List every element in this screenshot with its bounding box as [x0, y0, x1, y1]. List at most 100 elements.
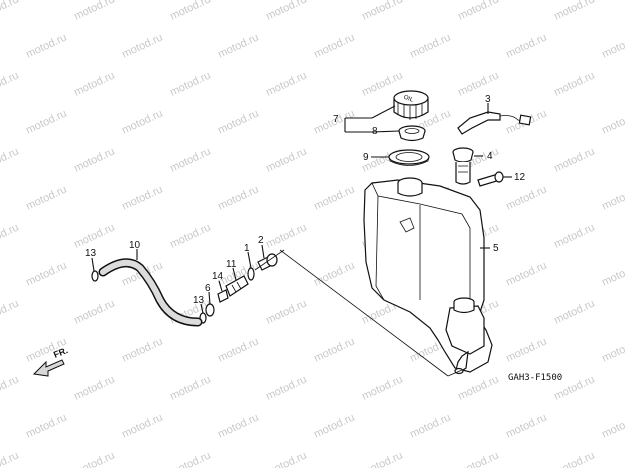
watermark-text: motod.ru [552, 297, 596, 326]
part-label-14: 14 [212, 271, 224, 282]
watermark-text: motod.ru [264, 145, 308, 174]
watermark-text: motod.ru [600, 183, 625, 212]
part-label-10: 10 [129, 240, 141, 251]
oil-tank[interactable] [363, 177, 493, 375]
watermark-text: motod.ru [264, 449, 308, 468]
watermark-text: motod.ru [552, 449, 596, 468]
watermark-text: motod.ru [312, 183, 356, 212]
oil-filter[interactable] [217, 289, 229, 303]
watermark-text: motod.ru [24, 183, 68, 212]
watermark-text: motod.ru [456, 373, 500, 402]
watermark-text: motod.ru [552, 69, 596, 98]
watermark-text: motod.ru [600, 31, 625, 60]
watermark-text: motod.ru [120, 335, 164, 364]
bolt[interactable] [477, 171, 504, 187]
watermark-text: motod.ru [504, 31, 548, 60]
part-label-2: 2 [258, 235, 264, 246]
watermark-text: motod.ru [0, 449, 21, 468]
watermark-text: motod.ru [360, 0, 404, 23]
watermark-text: motod.ru [552, 0, 596, 23]
watermark-text: motod.ru [168, 221, 212, 250]
part-label-5: 5 [493, 243, 499, 254]
seal-ring[interactable] [388, 149, 430, 166]
watermark-text: motod.ru [312, 335, 356, 364]
oil-joint[interactable] [225, 275, 249, 297]
watermark-text: motod.ru [600, 411, 625, 440]
watermark-text: motod.ru [216, 335, 260, 364]
watermark-text: motod.ru [0, 0, 21, 23]
part-label-7: 7 [333, 114, 339, 125]
watermark-text: motod.ru [264, 297, 308, 326]
watermark-text: motod.ru [600, 335, 625, 364]
watermark-text: motod.ru [264, 221, 308, 250]
part-label-1: 1 [244, 243, 250, 254]
watermark-text: motod.ru [168, 373, 212, 402]
watermark-text: motod.ru [0, 297, 21, 326]
watermark-text: motod.ru [360, 373, 404, 402]
watermark-text: motod.ru [168, 0, 212, 23]
watermark-text: motod.ru [216, 411, 260, 440]
watermark-text: motod.ru [120, 183, 164, 212]
watermark-text: motod.ru [504, 335, 548, 364]
watermark-text: motod.ru [264, 373, 308, 402]
watermark-text: motod.ru [0, 373, 21, 402]
watermark-text: motod.ru [24, 259, 68, 288]
cap-gasket[interactable] [398, 125, 426, 142]
watermark-text: motod.ru [168, 449, 212, 468]
watermark-text: motod.ru [72, 449, 116, 468]
watermark-text: motod.ru [456, 0, 500, 23]
watermark-text: motod.ru [24, 411, 68, 440]
installation-lines [254, 249, 463, 377]
watermark-text: motod.ru [0, 221, 21, 250]
watermark-text: motod.ru [168, 69, 212, 98]
part-label-8: 8 [372, 126, 378, 137]
sealing-washer[interactable] [247, 267, 255, 281]
part-label-9: 9 [363, 152, 369, 163]
watermark-text: motod.ru [312, 411, 356, 440]
watermark-text: motod.ru [312, 259, 356, 288]
part-label-4: 4 [487, 151, 493, 162]
watermark-text: motod.ru [552, 221, 596, 250]
watermark-text: motod.ru [264, 69, 308, 98]
watermark-text: motod.ru [0, 69, 21, 98]
watermark-text: motod.ru [120, 31, 164, 60]
watermark-text: motod.ru [600, 107, 625, 136]
watermark-text: motod.ru [72, 373, 116, 402]
watermark-text: motod.ru [600, 259, 625, 288]
oil-level-switch[interactable] [452, 147, 474, 185]
watermark-text: motod.ru [408, 411, 452, 440]
part-label-12: 12 [514, 172, 526, 183]
watermark-text: motod.ru [408, 31, 452, 60]
watermark-text: motod.ru [24, 31, 68, 60]
watermark-text: motod.ru [456, 449, 500, 468]
watermark-text: motod.ru [120, 411, 164, 440]
oil-tank-cap[interactable]: OIL [393, 90, 429, 120]
oil-hose[interactable] [98, 258, 203, 327]
watermark-text: motod.ru [504, 183, 548, 212]
watermark-text: motod.ru [72, 297, 116, 326]
watermark-text: motod.ru [72, 0, 116, 23]
watermark-text: motod.ru [552, 145, 596, 174]
watermark-text: motod.ru [120, 107, 164, 136]
watermark-text: motod.ru [504, 259, 548, 288]
level-gauge-lead[interactable] [457, 111, 532, 135]
hose-clip-13a[interactable] [91, 270, 99, 282]
watermark-text: motod.ru [264, 0, 308, 23]
watermark-text: motod.ru [72, 69, 116, 98]
part-label-13b: 13 [193, 295, 205, 306]
watermark-text: motod.ru [312, 31, 356, 60]
hose-clip-6[interactable] [205, 303, 215, 317]
cap-text: OIL [403, 95, 415, 104]
watermark-text: motod.ru [216, 31, 260, 60]
watermark-text: motod.ru [72, 145, 116, 174]
watermark-text: motod.ru [72, 221, 116, 250]
diagram-code: GAH3-F1500 [508, 373, 562, 383]
watermark-text: motod.ru [456, 69, 500, 98]
watermark-text: motod.ru [360, 449, 404, 468]
part-label-6: 6 [205, 283, 211, 294]
watermark-text: motod.ru [216, 183, 260, 212]
watermark-text: motod.ru [24, 107, 68, 136]
watermark-text: motod.ru [504, 411, 548, 440]
